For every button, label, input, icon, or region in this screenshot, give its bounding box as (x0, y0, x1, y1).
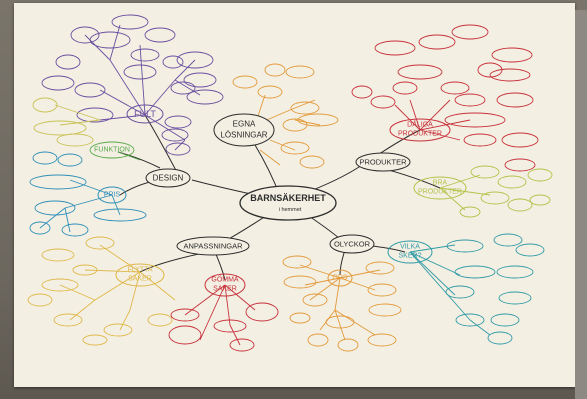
daliga-label-1: DÅLIGA (407, 120, 433, 129)
branch-egna: EGNA LÖSNINGAR (213, 113, 275, 147)
blue-cluster (29, 151, 147, 237)
teal-cluster (409, 233, 545, 345)
fult-node: FULT (126, 104, 164, 124)
fult-label: FULT (134, 109, 156, 119)
flytta-label-1: FLYTTA (127, 267, 152, 274)
branch-egna-label-1: EGNA (233, 120, 256, 129)
branch-olyckor-label: OLYCKOR (334, 240, 371, 249)
central-node: BARNSÄKERHET i hemmet (239, 185, 337, 221)
gomma-label-1: GÖMMA (211, 276, 239, 284)
branch-olyckor: OLYCKOR (329, 234, 375, 254)
branch-produkter-label: PRODUKTER (359, 158, 407, 167)
daliga-label-2: PRODUKTER (398, 131, 442, 138)
pris-node: PRIS (97, 186, 127, 204)
branch-egna-label-2: LÖSNINGAR (220, 131, 267, 140)
vilka-label-2: SKER? (399, 253, 422, 260)
branch-design: DESIGN (145, 168, 191, 188)
board-edge (575, 10, 587, 399)
gomma-node: GÖMMA SAKER (204, 273, 246, 297)
bra-label-2: PRODUKTER (418, 189, 462, 196)
pris-label: PRIS (104, 192, 121, 199)
central-subtitle: i hemmet (279, 207, 302, 213)
orange-cluster-top (232, 63, 339, 169)
funktion-label: FUNKTION (94, 147, 130, 154)
gomma-cluster (168, 284, 279, 352)
branch-produkter: PRODUKTER (355, 152, 411, 172)
funktion-node: FUNKTION (89, 141, 141, 161)
flytta-label-2: SAKER (128, 276, 152, 283)
gomma-label-2: SAKER (213, 286, 237, 293)
daliga-node: DÅLIGA PRODUKTER (389, 118, 451, 142)
bra-node: BRA PRODUKTER (413, 176, 467, 200)
branch-anpassningar: ANPASSNINGAR (176, 236, 250, 256)
vilka-label-1: VILKA (400, 244, 420, 251)
flytta-cluster (27, 236, 176, 346)
vilka-node: VILKA SKER? (387, 240, 433, 264)
ors-node: ORS (327, 269, 353, 287)
branch-design-label: DESIGN (153, 174, 184, 183)
bra-label-1: BRA (433, 180, 448, 187)
ors-label: ORS (332, 275, 348, 282)
red-cluster-top (351, 24, 539, 172)
orange-cluster-bottom (282, 255, 402, 352)
yellow-cluster (32, 97, 101, 147)
branch-anpassningar-label: ANPASSNINGAR (183, 242, 243, 251)
central-title: BARNSÄKERHET (250, 193, 326, 203)
flytta-node: FLYTTA SAKER (115, 263, 165, 287)
